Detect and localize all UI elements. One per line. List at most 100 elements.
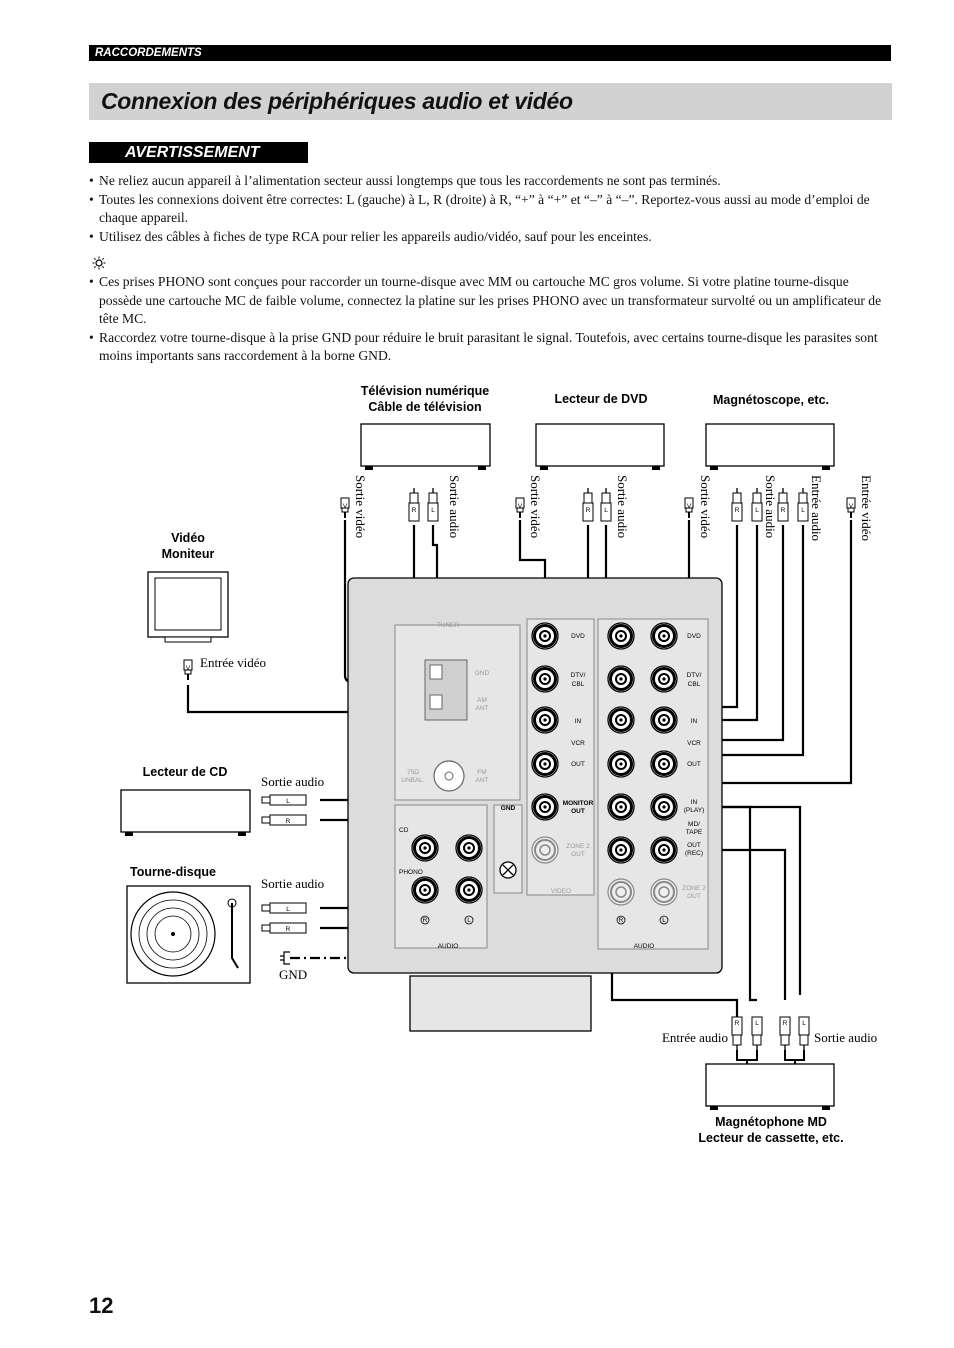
panel-unbal-2: UNBAL. — [401, 777, 425, 784]
warning-heading: AVERTISSEMENT — [125, 144, 260, 161]
panel-video-label: VIDEO — [551, 888, 571, 895]
gnd-label: GND — [279, 967, 307, 982]
panel-audio-left: AUDIO — [438, 943, 459, 950]
panel-dtv-video-1: DTV/ — [571, 672, 586, 679]
md-bottom-plugs — [731, 1016, 810, 1051]
plug-letter: R — [412, 507, 417, 514]
dvd-device — [535, 423, 665, 470]
tv-label-line2: Câble de télévision — [368, 400, 481, 414]
video-monitor — [147, 571, 229, 643]
vcr-device — [705, 423, 835, 470]
panel-zone2-audio-1: ZONE 2 — [682, 885, 706, 892]
section-header-bar: RACCORDEMENTS — [89, 45, 891, 61]
plug-letter: V — [518, 503, 523, 510]
panel-md-out-1: OUT — [687, 842, 701, 849]
plug-letter: L — [802, 1020, 806, 1027]
md-label-line2: Lecteur de cassette, etc. — [698, 1131, 843, 1145]
plug-letter: R — [783, 1020, 788, 1027]
plug-letter: R — [586, 507, 591, 514]
panel-dvd-audio: DVD — [687, 633, 701, 640]
tv-audio-out-label: Sortie audio — [447, 475, 462, 538]
dvd-label: Lecteur de DVD — [554, 392, 647, 406]
panel-audio-right: AUDIO — [634, 943, 655, 950]
turntable — [126, 885, 251, 984]
notes-list: Ces prises PHONO sont conçues pour racco… — [89, 273, 892, 366]
panel-am-2: ANT — [476, 705, 489, 712]
gnd-lug-icon — [280, 951, 290, 965]
md-tape-device — [705, 1063, 835, 1110]
section-label: RACCORDEMENTS — [95, 47, 202, 59]
note-item: Ces prises PHONO sont conçues pour racco… — [89, 273, 892, 329]
warning-item: Toutes les connexions doivent être corre… — [89, 191, 892, 228]
panel-am-1: AM — [477, 697, 487, 704]
tv-video-out-label: Sortie vidéo — [353, 475, 368, 538]
vcr-audio-out-label: Sortie audio — [763, 475, 778, 538]
panel-dtv-audio-1: DTV/ — [687, 672, 702, 679]
panel-monitor-2: OUT — [571, 808, 585, 815]
plug-letter: L — [755, 1020, 759, 1027]
monitor-label-line2: Moniteur — [162, 547, 215, 561]
lightbulb-icon — [92, 256, 106, 270]
panel-vcr-out-video: OUT — [571, 761, 585, 768]
warning-list: Ne reliez aucun appareil à l’alimentatio… — [89, 172, 892, 246]
vcr-video-out-label: Sortie vidéo — [698, 475, 713, 538]
warning-item: Utilisez des câbles à fiches de type RCA… — [89, 228, 892, 247]
panel-md-2: TAPE — [686, 829, 703, 836]
cd-label: Lecteur de CD — [143, 765, 228, 779]
plug-letter: R — [781, 507, 786, 514]
warning-item: Ne reliez aucun appareil à l’alimentatio… — [89, 172, 892, 191]
plug-letter: L — [431, 507, 435, 514]
panel-md-in-1: IN — [691, 799, 698, 806]
panel-tuner-gnd: GND — [475, 670, 490, 677]
panel-zone2-video-2: OUT — [571, 851, 585, 858]
panel-md-in-2: (PLAY) — [684, 807, 704, 814]
plug-letter: R — [286, 926, 291, 933]
plug-letter: R — [735, 507, 740, 514]
panel-vcr-in-video: IN — [575, 718, 582, 725]
turntable-label: Tourne-disque — [130, 865, 216, 879]
plug-letter: V — [186, 665, 191, 672]
cd-player — [120, 789, 251, 836]
panel-md-1: MD/ — [688, 821, 700, 828]
panel-zone2-audio-2: OUT — [687, 893, 701, 900]
panel-phono: PHONO — [399, 869, 423, 876]
plug-letter: L — [286, 798, 290, 805]
turntable-audio-out-label: Sortie audio — [261, 876, 324, 891]
monitor-video-in-label: Entrée vidéo — [200, 655, 266, 670]
plug-letter: V — [343, 503, 348, 510]
panel-vcr-out-audio: OUT — [687, 761, 701, 768]
tv-label-line1: Télévision numérique — [361, 384, 490, 398]
monitor-label-line1: Vidéo — [171, 531, 205, 545]
page-title: Connexion des périphériques audio et vid… — [101, 88, 573, 114]
panel-fm-2: ANT — [476, 777, 489, 784]
tv-device — [360, 423, 491, 470]
plug-letter: V — [687, 503, 692, 510]
warning-heading-box: AVERTISSEMENT — [89, 142, 308, 163]
panel-dvd-video: DVD — [571, 633, 585, 640]
plug-letter: L — [755, 507, 759, 514]
vcr-audio-in-label: Entrée audio — [809, 475, 824, 541]
vcr-label: Magnétoscope, etc. — [713, 393, 829, 407]
panel-cd: CD — [399, 827, 409, 834]
panel-tuner: TUNER — [437, 622, 460, 629]
plug-letter: V — [849, 503, 854, 510]
vcr-video-in-label: Entrée vidéo — [859, 475, 874, 541]
plug-letter: R — [286, 818, 291, 825]
plug-letter: L — [801, 507, 805, 514]
plug-letter: L — [604, 507, 608, 514]
md-audio-in-label: Entrée audio — [662, 1030, 728, 1045]
panel-fm-1: FM — [477, 769, 486, 776]
panel-unbal-1: 75Ω — [407, 769, 419, 776]
cd-audio-out-label: Sortie audio — [261, 774, 324, 789]
panel-l-mark: L — [467, 917, 471, 924]
panel-md-out-2: (REC) — [685, 850, 703, 857]
plug-letter: R — [735, 1020, 740, 1027]
md-label-line1: Magnétophone MD — [715, 1115, 827, 1129]
dvd-audio-out-label: Sortie audio — [615, 475, 630, 538]
plug-letter: L — [286, 906, 290, 913]
panel-dtv-video-2: CBL — [572, 681, 585, 688]
md-audio-out-label: Sortie audio — [814, 1030, 877, 1045]
page-title-box: Connexion des périphériques audio et vid… — [89, 83, 892, 120]
panel-monitor-1: MONITOR — [563, 800, 594, 807]
